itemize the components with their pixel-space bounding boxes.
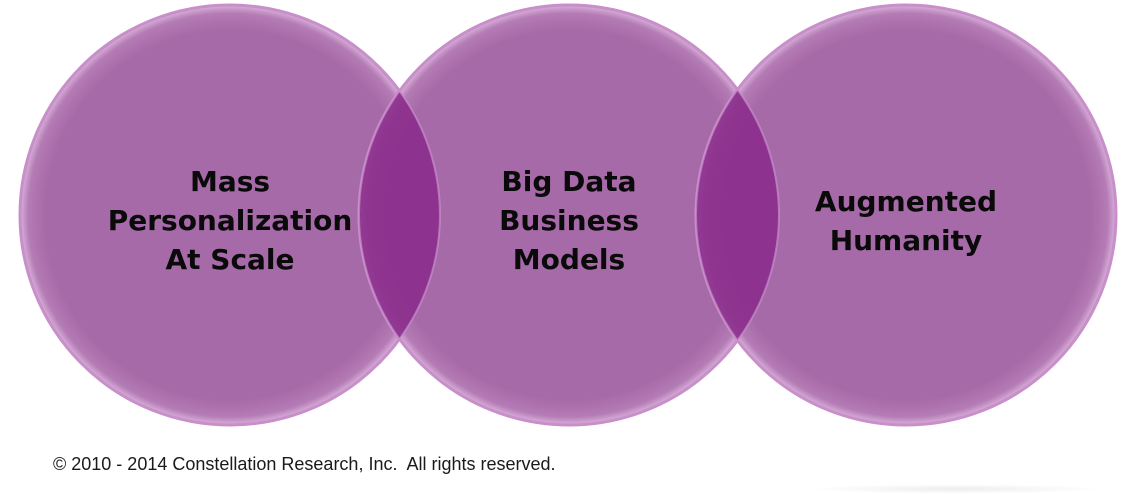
circle-left-label-line-2: Personalization <box>108 204 353 237</box>
copyright-notice: © 2010 - 2014 Constellation Research, In… <box>53 454 556 474</box>
decorative-shadow <box>805 484 1105 494</box>
circle-right-label-line-1: Augmented <box>815 185 997 218</box>
circle-right-label-line-2: Humanity <box>830 224 983 257</box>
circle-middle-label-line-1: Big Data <box>501 165 636 198</box>
circle-left-label-line-3: At Scale <box>165 243 294 276</box>
circle-middle-label-line-2: Business <box>499 204 639 237</box>
circle-middle-label-line-3: Models <box>513 243 625 276</box>
circle-left-label-line-1: Mass <box>190 165 270 198</box>
